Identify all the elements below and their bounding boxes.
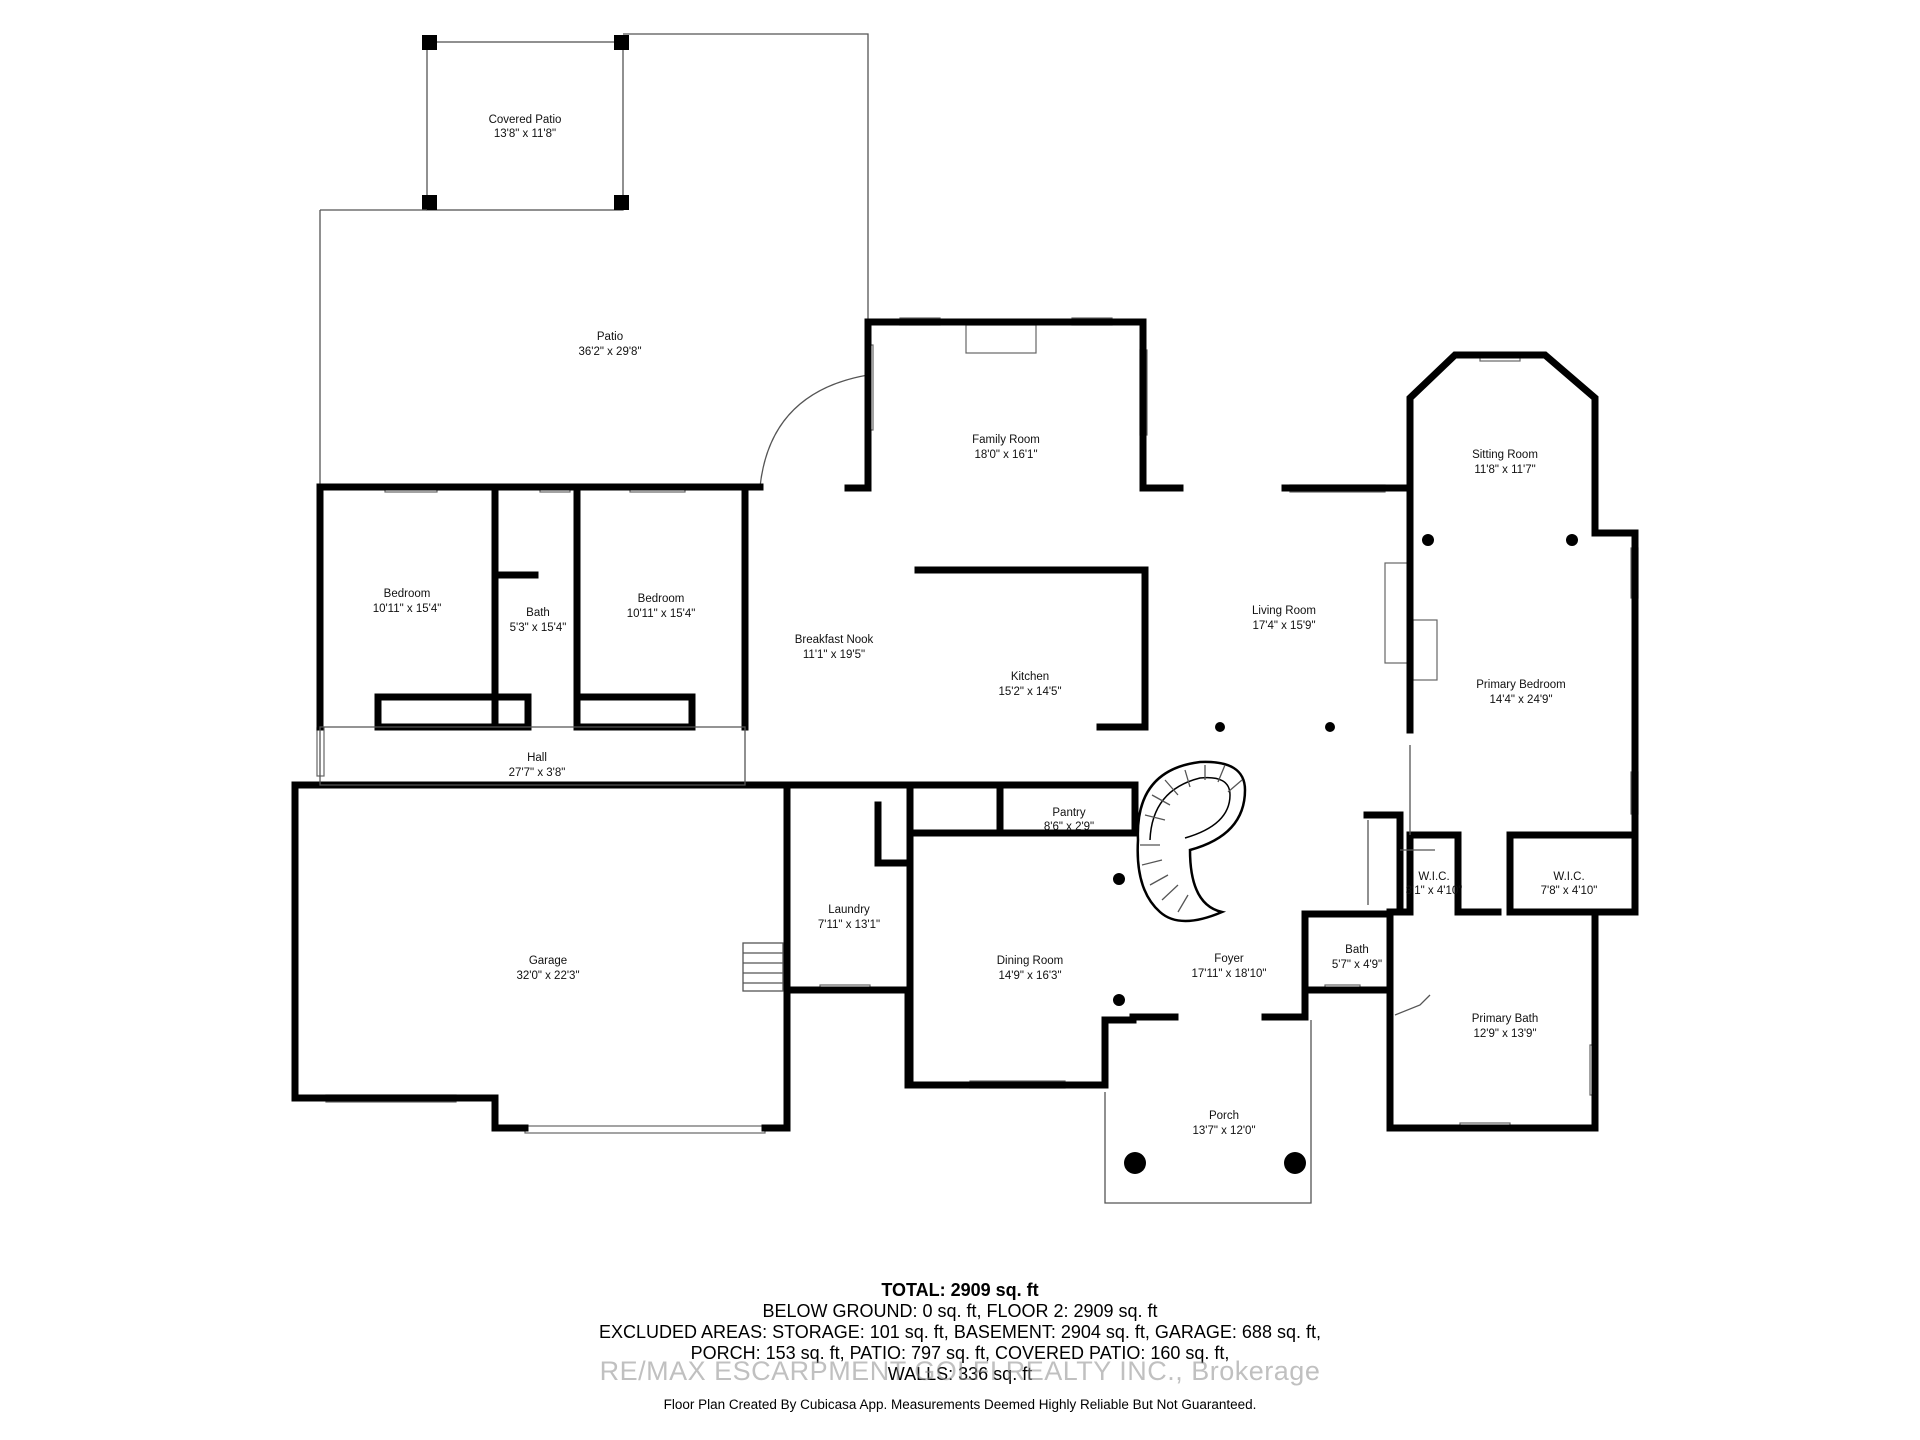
- room-dimension: 18'0" x 16'1": [974, 449, 1037, 461]
- room-dimension: 32'0" x 22'3": [516, 970, 579, 982]
- room-name: Dining Room: [997, 955, 1063, 967]
- room-dimension: 8'6" x 2'9": [1044, 821, 1094, 833]
- summary-line-3: PORCH: 153 sq. ft, PATIO: 797 sq. ft, CO…: [690, 1343, 1230, 1363]
- room-wic-1: W.I.C. 3'1" x 4'10": [1406, 871, 1463, 897]
- room-porch: Porch 13'7" x 12'0": [1192, 1110, 1255, 1137]
- room-dimension: 17'4" x 15'9": [1252, 620, 1315, 632]
- room-covered-patio: Covered Patio 13'8" x 11'8": [489, 114, 562, 140]
- disclaimer: Floor Plan Created By Cubicasa App. Meas…: [663, 1397, 1257, 1412]
- room-dimension: 17'11" x 18'10": [1191, 968, 1266, 980]
- room-name: Covered Patio: [489, 114, 562, 126]
- room-breakfast-nook: Breakfast Nook 11'1" x 19'5": [795, 634, 874, 661]
- room-dimension: 11'1" x 19'5": [803, 649, 865, 661]
- room-family-room: Family Room 18'0" x 16'1": [972, 434, 1040, 461]
- room-dimension: 10'11" x 15'4": [627, 608, 696, 620]
- room-dining-room: Dining Room 14'9" x 16'3": [997, 955, 1063, 982]
- room-hall: Hall 27'7" x 3'8": [509, 752, 566, 779]
- total-area: TOTAL: 2909 sq. ft: [881, 1280, 1039, 1300]
- room-name: W.I.C.: [1553, 871, 1584, 883]
- room-laundry: Laundry 7'11" x 13'1": [818, 904, 880, 931]
- room-name: Kitchen: [1011, 671, 1049, 683]
- summary-line-2: EXCLUDED AREAS: STORAGE: 101 sq. ft, BAS…: [599, 1322, 1321, 1342]
- room-dimension: 13'7" x 12'0": [1192, 1125, 1255, 1137]
- room-garage: Garage 32'0" x 22'3": [516, 955, 579, 982]
- room-dimension: 12'9" x 13'9": [1473, 1028, 1536, 1040]
- room-wic-2: W.I.C. 7'8" x 4'10": [1541, 871, 1598, 897]
- room-dimension: 14'9" x 16'3": [998, 970, 1061, 982]
- room-name: Primary Bath: [1472, 1013, 1538, 1025]
- room-name: Sitting Room: [1472, 449, 1538, 461]
- area-summary: TOTAL: 2909 sq. ft BELOW GROUND: 0 sq. f…: [0, 1280, 1920, 1385]
- summary-line-4: WALLS: 336 sq. ft: [887, 1364, 1033, 1384]
- room-name: Breakfast Nook: [795, 634, 874, 646]
- room-kitchen: Kitchen 15'2" x 14'5": [998, 671, 1061, 698]
- room-dimension: 7'11" x 13'1": [818, 919, 880, 931]
- room-dimension: 10'11" x 15'4": [373, 603, 442, 615]
- room-bedroom-right: Bedroom 10'11" x 15'4": [627, 593, 696, 620]
- room-dimension: 3'1" x 4'10": [1406, 885, 1463, 897]
- room-name: Hall: [527, 752, 547, 764]
- room-primary-bedroom: Primary Bedroom 14'4" x 24'9": [1476, 679, 1565, 706]
- room-patio: Patio 36'2" x 29'8": [578, 331, 641, 358]
- room-dimension: 11'8" x 11'7": [1474, 464, 1535, 476]
- room-name: Patio: [597, 331, 623, 343]
- room-name: Pantry: [1052, 807, 1085, 819]
- room-name: Laundry: [828, 904, 870, 916]
- room-foyer: Foyer 17'11" x 18'10": [1191, 953, 1266, 980]
- room-dimension: 36'2" x 29'8": [578, 346, 641, 358]
- summary-line-1: BELOW GROUND: 0 sq. ft, FLOOR 2: 2909 sq…: [762, 1301, 1158, 1321]
- spiral-staircase: [1136, 760, 1247, 923]
- room-name: Garage: [529, 955, 567, 967]
- room-name: Bedroom: [638, 593, 685, 605]
- room-name: Porch: [1209, 1110, 1239, 1122]
- room-name: Primary Bedroom: [1476, 679, 1565, 691]
- room-pantry: Pantry 8'6" x 2'9": [1044, 807, 1094, 833]
- room-dimension: 13'8" x 11'8": [494, 128, 556, 140]
- room-primary-bath: Primary Bath 12'9" x 13'9": [1472, 1013, 1538, 1040]
- room-dimension: 5'3" x 15'4": [510, 622, 567, 634]
- room-name: Living Room: [1252, 605, 1316, 617]
- room-dimension: 27'7" x 3'8": [509, 767, 566, 779]
- brokerage-watermark: RE/MAX ESCARPMENT GOLFI REALTY INC., Bro…: [599, 1356, 1321, 1386]
- room-bath-1: Bath 5'3" x 15'4": [510, 607, 567, 634]
- room-dimension: 14'4" x 24'9": [1489, 694, 1552, 706]
- walls: [291, 318, 1639, 1132]
- room-dimension: 15'2" x 14'5": [998, 686, 1061, 698]
- room-dimension: 7'8" x 4'10": [1541, 885, 1598, 897]
- room-name: Bath: [526, 607, 550, 619]
- room-bath-2: Bath 5'7" x 4'9": [1332, 944, 1382, 971]
- room-bedroom-left: Bedroom 10'11" x 15'4": [373, 588, 442, 615]
- outdoor-outlines: [319, 33, 1312, 1204]
- room-name: Bath: [1345, 944, 1369, 956]
- room-sitting-room: Sitting Room 11'8" x 11'7": [1472, 449, 1538, 476]
- room-name: Foyer: [1214, 953, 1244, 965]
- room-name: W.I.C.: [1418, 871, 1449, 883]
- room-name: Family Room: [972, 434, 1040, 446]
- room-name: Bedroom: [384, 588, 431, 600]
- room-dimension: 5'7" x 4'9": [1332, 959, 1382, 971]
- room-living-room: Living Room 17'4" x 15'9": [1252, 605, 1316, 632]
- interior-lines: [319, 726, 1435, 1016]
